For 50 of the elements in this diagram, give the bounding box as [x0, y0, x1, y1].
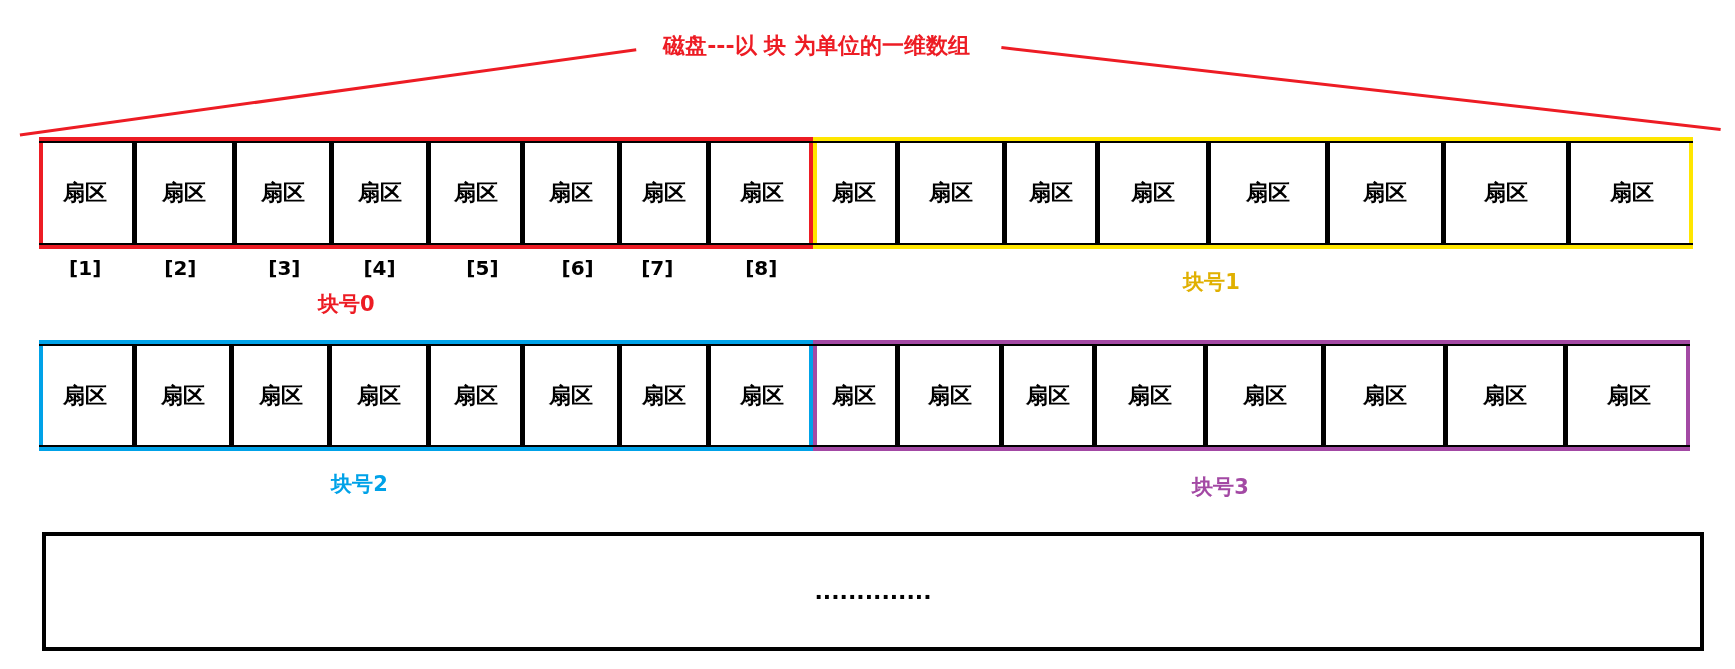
- sector-box: 扇区: [813, 141, 899, 245]
- block-number: 块号3: [1192, 473, 1249, 501]
- sector-box: 扇区: [1097, 141, 1210, 245]
- block-box: [38, 137, 814, 249]
- sector-index: [1]: [69, 255, 102, 280]
- sector-box: 扇区: [619, 343, 710, 448]
- sector-box: 扇区: [1004, 141, 1098, 245]
- sector-box: 扇区: [523, 343, 620, 448]
- sector-box: 扇区: [234, 141, 332, 245]
- sector-box: 扇区: [1565, 343, 1690, 448]
- block-box: [38, 339, 814, 452]
- sector-box: 扇区: [135, 141, 235, 245]
- sector-box: 扇区: [709, 343, 814, 448]
- sector-index: [2]: [164, 255, 197, 280]
- sector-box: 扇区: [38, 343, 135, 448]
- sector-box: 扇区: [1324, 343, 1447, 448]
- ellipsis-box: ..............: [42, 532, 1704, 651]
- sector-index: [3]: [268, 255, 301, 280]
- sector-index: [4]: [363, 255, 396, 280]
- sector-index: [7]: [641, 255, 674, 280]
- block-number: 块号1: [1183, 269, 1240, 297]
- sector-index: [5]: [466, 255, 499, 280]
- sector-box: 扇区: [1444, 141, 1569, 245]
- sector-box: 扇区: [429, 141, 524, 245]
- sector-box: 扇区: [232, 343, 330, 448]
- sector-box: 扇区: [1446, 343, 1566, 448]
- block-box: [813, 137, 1693, 249]
- sector-box: 扇区: [1002, 343, 1096, 448]
- sector-box: 扇区: [709, 141, 814, 245]
- sector-box: 扇区: [135, 343, 233, 448]
- sector-box: 扇区: [429, 343, 524, 448]
- sector-box: 扇区: [523, 141, 620, 245]
- sector-box: 扇区: [1206, 343, 1325, 448]
- sector-box: 扇区: [813, 343, 899, 448]
- block-number: 块号0: [318, 291, 375, 319]
- sector-box: 扇区: [1327, 141, 1444, 245]
- block-number: 块号2: [331, 470, 388, 498]
- sector-box: 扇区: [329, 343, 430, 448]
- sector-box: 扇区: [898, 343, 1003, 448]
- sector-box: 扇区: [898, 141, 1005, 245]
- sector-box: 扇区: [619, 141, 710, 245]
- sector-box: 扇区: [38, 141, 135, 245]
- sector-index: [8]: [745, 255, 778, 280]
- sector-box: 扇区: [1095, 343, 1207, 448]
- sector-index: [6]: [561, 255, 594, 280]
- sector-box: 扇区: [1209, 141, 1328, 245]
- sector-box: 扇区: [331, 141, 430, 245]
- block-box: [813, 339, 1690, 452]
- title: 磁盘---以 块 为单位的一维数组: [663, 32, 970, 61]
- sector-box: 扇区: [1569, 141, 1693, 245]
